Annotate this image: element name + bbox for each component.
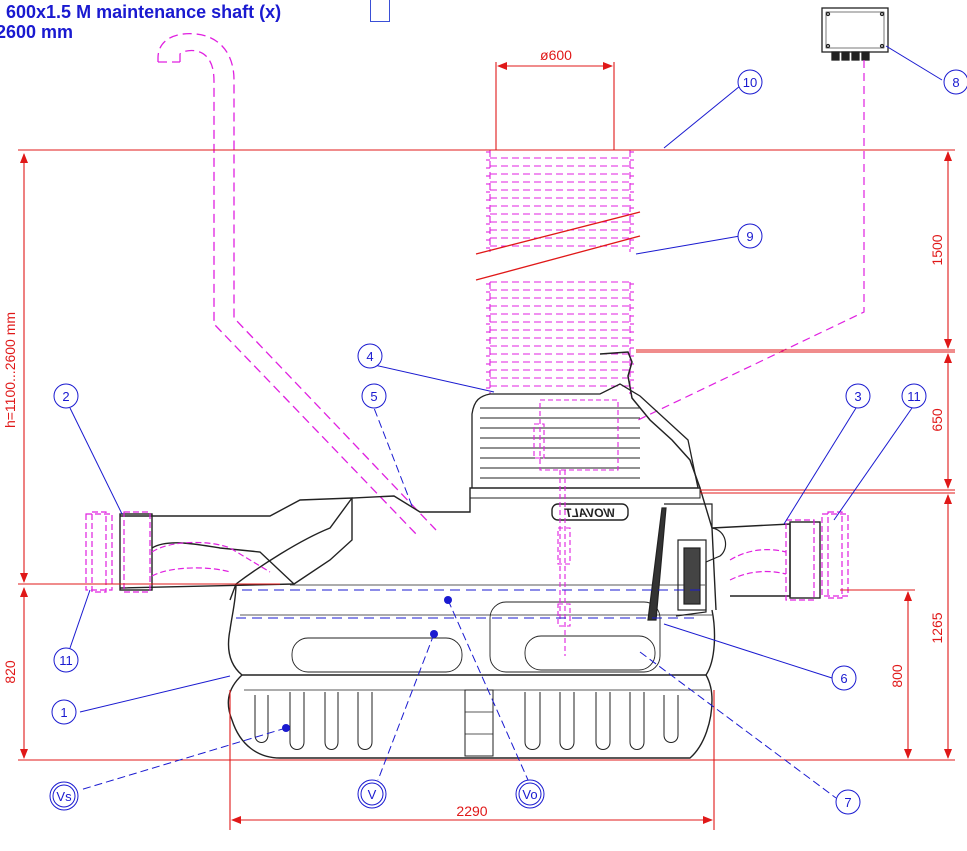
dim-1500: 1500	[929, 234, 945, 265]
callout-circle	[53, 383, 79, 409]
callout-label: 3	[854, 389, 861, 404]
marker-vo: Vo	[522, 787, 537, 802]
volume-dots	[282, 596, 452, 732]
controller-box	[821, 7, 889, 61]
callout-label: 8	[952, 75, 959, 90]
callout-circle	[831, 665, 857, 691]
dome-section	[469, 351, 701, 499]
header-title: . 600x1.5 M maintenance shaft (x)	[0, 2, 282, 22]
dim-2290: 2290	[456, 803, 487, 819]
callout-label: 7	[844, 795, 851, 810]
header-subtitle: 2600 mm	[0, 22, 74, 42]
callout-circle	[361, 383, 387, 409]
callout-label: 10	[743, 75, 757, 90]
shaft-break-line	[475, 235, 641, 281]
dim-1265: 1265	[929, 612, 945, 643]
left-inlet-pipe	[119, 497, 353, 591]
callout-circle	[737, 223, 763, 249]
callout-circle	[357, 343, 383, 369]
dim-diameter: ø600	[540, 47, 572, 63]
callout-label: 11	[907, 389, 921, 404]
dim-800: 800	[889, 664, 905, 688]
callout-label: 5	[370, 389, 377, 404]
dim-height-range: h=1100...2600 mm	[2, 312, 18, 428]
pump-float	[533, 399, 619, 656]
callout-circle	[737, 69, 763, 95]
callout-label: 6	[840, 671, 847, 686]
callout-circle	[943, 69, 967, 95]
volume-marker-labels: Vs V Vo	[56, 787, 537, 804]
shaft-break-line	[475, 211, 641, 255]
callout-circle	[53, 647, 79, 673]
callout-label: 2	[62, 389, 69, 404]
callout-group: 1 2 3 4 5 6 7 8 9 10 11 11	[51, 69, 967, 815]
callout-label: 9	[746, 229, 753, 244]
left-pipe-coupling	[85, 511, 271, 593]
callout-label: 4	[366, 349, 373, 364]
marker-v: V	[368, 787, 377, 802]
dim-820: 820	[2, 660, 18, 684]
tank-body	[227, 487, 717, 759]
callout-circle	[51, 699, 77, 725]
brand-logo: WOVALT	[551, 503, 629, 521]
leader-lines	[69, 45, 943, 799]
callout-circle	[845, 383, 871, 409]
water-levels	[236, 589, 700, 619]
right-pipe-coupling	[729, 511, 849, 601]
right-outlet-pipe	[711, 521, 821, 599]
dimension-lines	[18, 62, 955, 830]
callout-label: 1	[60, 705, 67, 720]
controller-cable	[637, 60, 865, 421]
dimension-texts: ø600 h=1100...2600 mm 820 1500 650 1265 …	[2, 47, 945, 819]
maintenance-shaft	[486, 149, 634, 394]
svg-text:WOVALT: WOVALT	[563, 506, 615, 520]
dim-650: 650	[929, 408, 945, 432]
header-checkbox	[370, 0, 390, 22]
volume-markers	[49, 779, 545, 811]
vent-pipe	[157, 32, 437, 537]
callout-circle	[835, 789, 861, 815]
callout-circle	[901, 383, 927, 409]
marker-vs: Vs	[56, 789, 72, 804]
callout-label: 11	[59, 653, 73, 668]
